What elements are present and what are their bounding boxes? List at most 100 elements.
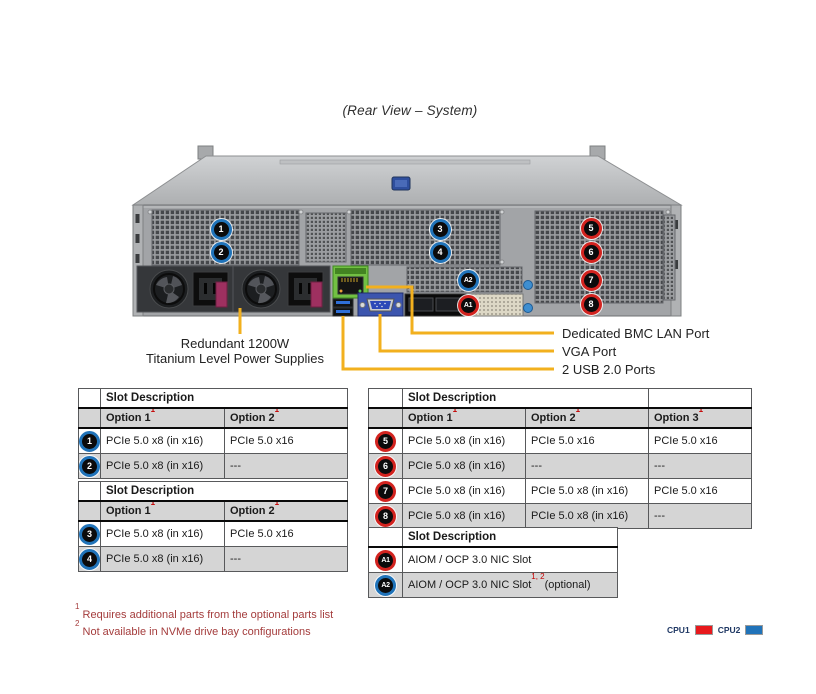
option-header: Option 31 [648,407,752,429]
slot-vent-5-8 [534,210,664,304]
psu-2 [232,265,331,313]
table-header-row: Slot Description [368,527,618,548]
footnotes: 1 Requires additional parts from the opt… [75,602,334,641]
psu-label-line1: Redundant 1200W [180,336,290,351]
psu-label-line2: Titanium Level Power Supplies [146,351,324,366]
slot-cell: --- [648,453,752,479]
option-header: Option 21 [224,500,348,522]
legend-label: CPU2 [717,625,741,635]
cpu-legend: CPU1 CPU2 [667,625,764,635]
slot-badge-2: 2 [79,455,100,477]
vga-label: VGA Port [562,344,617,359]
chassis-lid [131,155,683,206]
slot-badge-A1: A1 [375,549,396,571]
slot-vent-3-4 [350,209,501,266]
option-header: Option 11 [100,500,225,522]
psu-1 [136,265,234,313]
option-header: Option 11 [402,407,526,429]
callout-line-vga [378,314,554,353]
slot-cell: PCIe 5.0 x8 (in x16) [402,478,526,504]
slot-cell: PCIe 5.0 x8 (in x16) [100,453,225,479]
callout-line-bmc [366,285,554,335]
slot-cell: --- [224,453,348,479]
slot-badge-7: 7 [375,480,396,502]
aiom-a2-bay [406,266,523,293]
side-hole-strip [663,214,676,301]
slot-badge-A2: A2 [375,574,396,596]
legend-swatch-icon [745,625,764,635]
usb-label: 2 USB 2.0 Ports [562,362,656,377]
slot-cell: --- [224,546,348,572]
slot-cell: PCIe 5.0 x8 (in x16) [525,503,649,529]
slot-badge-8: 8 [375,505,396,527]
slot-cell: PCIe 5.0 x16 [224,520,348,547]
bmc-lan-label: Dedicated BMC LAN Port [562,326,710,341]
legend-swatch-icon [694,625,713,635]
thumbscrew-buttons [523,280,533,313]
table-title: Slot Description [100,481,348,502]
table-title: Slot Description [100,388,348,409]
slot-badge-5: 5 [375,430,396,452]
slot-cell: PCIe 5.0 x8 (in x16) [402,453,526,479]
option-header: Option 21 [224,407,348,429]
slot-badge-6: 6 [375,455,396,477]
slot-cell: PCIe 5.0 x8 (in x16) [100,546,225,572]
slot-cell: AIOM / OCP 3.0 NIC Slot [402,546,618,573]
footnote: 2 Not available in NVMe drive bay config… [75,619,311,638]
slot-cell: PCIe 5.0 x16 [224,427,348,454]
footnote: 1 Requires additional parts from the opt… [75,602,334,621]
slot-cell: AIOM / OCP 3.0 NIC Slot1, 2(optional) [402,572,618,598]
psu-label: Redundant 1200W Titanium Level Power Sup… [120,336,350,366]
slot-cell: --- [525,453,649,479]
slot-cell: PCIe 5.0 x8 (in x16) [100,427,225,454]
page-title: (Rear View – System) [342,103,478,118]
table-row: A2 AIOM / OCP 3.0 NIC Slot1, 2(optional) [368,572,618,598]
table-row: 7 PCIe 5.0 x8 (in x16)PCIe 5.0 x8 (in x16… [368,478,752,504]
slot-cell: PCIe 5.0 x16 [525,427,649,454]
table-header-row: Slot Description [78,388,348,409]
table-header-row: Slot Description [78,481,348,502]
slot-badge-4: 4 [79,548,100,570]
center-vent-strip [305,212,347,263]
psu-latch-icon [310,281,323,308]
table-title: Slot Description [402,388,649,409]
table-header-row: Slot Description [368,388,752,409]
usb-ports [332,298,354,317]
callout-line-usb [341,316,554,371]
aiom-a1-ocp-slot [404,293,524,317]
option-header: Option 11 [100,407,225,429]
slot-cell: PCIe 5.0 x8 (in x16) [525,478,649,504]
psu-latch-icon [215,281,228,308]
slot-cell: PCIe 5.0 x8 (in x16) [402,427,526,454]
vga-port [357,292,404,317]
slot-cell: --- [648,503,752,529]
panel-screws [147,209,671,265]
slot-cell: PCIe 5.0 x16 [648,427,752,454]
table-row: A1 AIOM / OCP 3.0 NIC Slot [368,546,618,573]
table-title: Slot Description [402,527,618,548]
option-header: Option 21 [525,407,649,429]
slot-cell: PCIe 5.0 x16 [648,478,752,504]
slot-cell: PCIe 5.0 x8 (in x16) [100,520,225,547]
legend-label: CPU1 [667,625,690,635]
slot-vent-1-2 [151,209,300,266]
